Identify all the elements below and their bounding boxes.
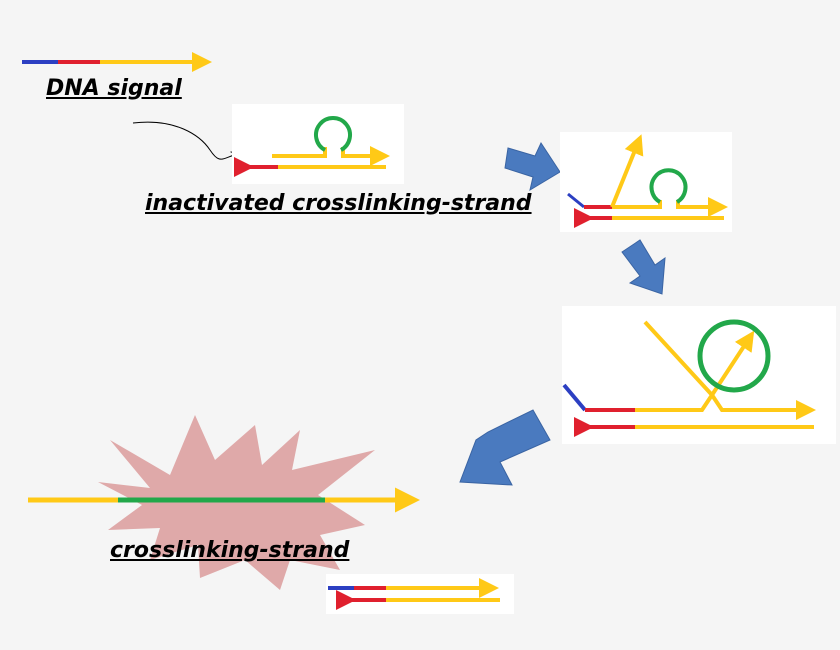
flow-arrow-2 — [621, 239, 666, 295]
flow-arrow-1 — [504, 141, 561, 192]
panel-inactivated-strand — [232, 104, 404, 184]
crosslinking-strand-label: crosslinking-strand — [110, 538, 350, 563]
flow-arrow-3 — [459, 409, 551, 486]
panel-released-duplex — [326, 574, 514, 614]
opened-hairpin-loop — [697, 319, 771, 393]
pointer-arrow — [132, 121, 238, 160]
inactivated-strand-label: inactivated crosslinking-strand — [145, 191, 532, 216]
hairpin-loop — [314, 116, 352, 152]
panel-strand-displacement — [562, 306, 836, 444]
dna-signal-label: DNA signal — [46, 76, 182, 101]
panel-signal-binding — [560, 132, 732, 232]
